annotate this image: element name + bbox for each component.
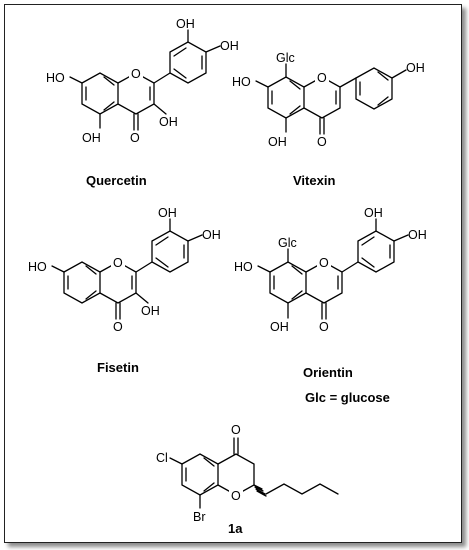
- fisetin-3prime-hydroxyl: OH: [158, 206, 177, 220]
- orientin-carbonyl-oxygen: O: [319, 320, 329, 334]
- orientin-ring-oxygen: O: [319, 256, 329, 270]
- compound-1a-chlorine: Cl: [156, 451, 168, 465]
- vitexin-4prime-hydroxyl: OH: [406, 61, 425, 75]
- compound-1a-carbonyl-oxygen: O: [231, 423, 241, 437]
- quercetin-name: Quercetin: [86, 173, 147, 188]
- quercetin-7-hydroxyl: HO: [46, 71, 65, 85]
- glucose-abbreviation-legend: Glc = glucose: [305, 390, 390, 405]
- compound-1a-name: 1a: [228, 521, 243, 536]
- fisetin-name: Fisetin: [97, 360, 139, 375]
- orientin-4prime-hydroxyl: OH: [408, 228, 427, 242]
- fisetin-3-hydroxyl: OH: [141, 304, 160, 318]
- compound-1a-ring-oxygen: O: [231, 489, 241, 503]
- quercetin-structure: O O OH OH HO OH OH Quercetin: [46, 17, 239, 188]
- quercetin-carbonyl-oxygen: O: [130, 131, 140, 145]
- vitexin-carbonyl-oxygen: O: [317, 135, 327, 149]
- orientin-name: Orientin: [303, 365, 353, 380]
- orientin-5-hydroxyl: OH: [270, 320, 289, 334]
- fisetin-structure: O O OH HO OH OH Fisetin: [28, 206, 221, 375]
- vitexin-7-hydroxyl: HO: [232, 75, 251, 89]
- vitexin-name: Vitexin: [293, 173, 335, 188]
- orientin-structure: O Glc O OH HO OH OH Orientin: [234, 206, 427, 380]
- fisetin-carbonyl-oxygen: O: [113, 320, 123, 334]
- vitexin-structure: O Glc O OH HO OH Vitexin: [232, 51, 425, 188]
- orientin-3prime-hydroxyl: OH: [364, 206, 383, 220]
- fisetin-7-hydroxyl: HO: [28, 260, 47, 274]
- fisetin-4prime-hydroxyl: OH: [202, 228, 221, 242]
- figure-frame: [4, 4, 462, 543]
- quercetin-ring-oxygen: O: [131, 67, 141, 81]
- vitexin-glucose-substituent: Glc: [276, 51, 295, 65]
- compound-1a-structure: O O Cl Br 1a: [156, 423, 339, 536]
- vitexin-5-hydroxyl: OH: [268, 135, 287, 149]
- quercetin-3-hydroxyl: OH: [159, 115, 178, 129]
- orientin-7-hydroxyl: HO: [234, 260, 253, 274]
- fisetin-ring-oxygen: O: [113, 256, 123, 270]
- vitexin-ring-oxygen: O: [317, 71, 327, 85]
- quercetin-5-hydroxyl: OH: [82, 131, 101, 145]
- compound-1a-bromine: Br: [193, 510, 206, 524]
- quercetin-3prime-hydroxyl: OH: [176, 17, 195, 31]
- orientin-glucose-substituent: Glc: [278, 236, 297, 250]
- quercetin-4prime-hydroxyl: OH: [220, 39, 239, 53]
